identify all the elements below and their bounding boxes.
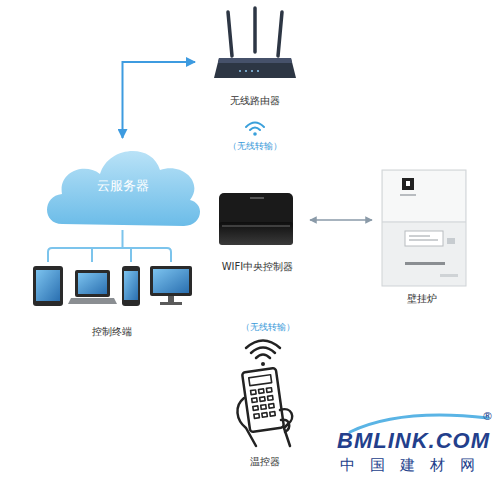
thermostat-icon [237,341,292,447]
node-caption: 无线路由器 [195,95,315,107]
thermostat-node: 温控器 [215,340,315,468]
boiler-icon [382,170,466,286]
cloud-node: 云服务器 [40,138,205,230]
watermark-mark: ® [482,410,493,423]
watermark-text: 中国建材网 [340,456,490,475]
cloud-text: 云服务器 [40,178,205,194]
router-node: 无线路由器 [195,5,315,107]
boiler-node: 壁挂炉 [372,165,472,305]
router-icon [214,8,296,78]
wifi-signal [246,123,264,136]
node-caption: WIFI中央控制器 [205,261,310,273]
node-caption: 壁挂炉 [372,293,472,305]
transmission-label: （无线转输） [241,321,295,334]
connector [310,219,372,221]
watermark-logo: BMLINK.COM [337,428,490,454]
connector [123,62,196,138]
terminal-node: 控制终端 [22,262,202,338]
device-icons [33,266,192,306]
node-caption: 温控器 [215,456,315,468]
connector [48,230,171,262]
node-caption: 控制终端 [22,326,202,338]
transmission-label: （无线转输） [228,140,282,153]
controller-node: WIFI中央控制器 [205,185,310,273]
controller-icon [219,193,293,245]
